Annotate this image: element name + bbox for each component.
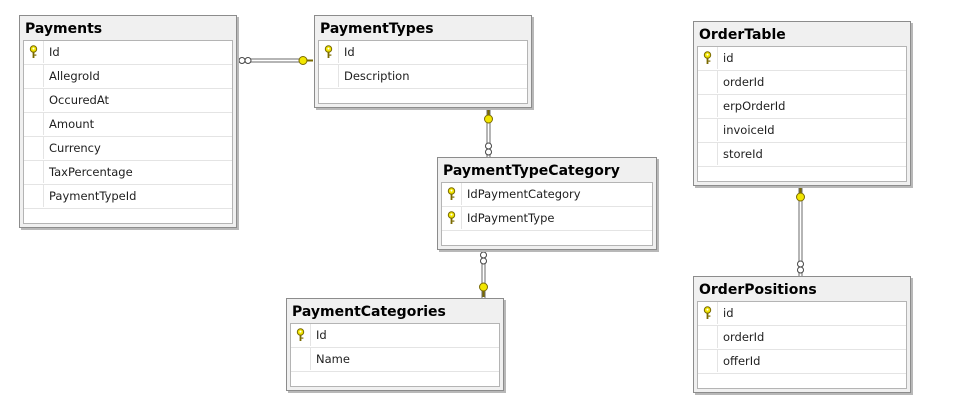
column-name: orderId bbox=[723, 75, 765, 89]
column-name: Id bbox=[316, 328, 327, 342]
column-row[interactable]: AllegroId bbox=[24, 65, 232, 89]
column-name: Description bbox=[344, 69, 410, 83]
column-row[interactable]: orderId bbox=[698, 326, 906, 350]
column-name: IdPaymentType bbox=[467, 211, 555, 225]
column-name: Currency bbox=[49, 141, 101, 155]
column-row[interactable]: Amount bbox=[24, 113, 232, 137]
column-grid: Id AllegroId OccuredAt Amount Currency T… bbox=[23, 40, 233, 224]
table-title: OrderTable bbox=[699, 27, 786, 43]
column-row[interactable]: erpOrderId bbox=[698, 95, 906, 119]
relationship-payments-paymenttypes[interactable] bbox=[238, 56, 313, 65]
table-paymenttypecategory[interactable]: PaymentTypeCategory IdPaymentCategory Id… bbox=[437, 157, 657, 250]
column-row[interactable]: id bbox=[698, 302, 906, 326]
column-row[interactable]: PaymentTypeId bbox=[24, 185, 232, 209]
one-end-key-icon bbox=[298, 56, 313, 65]
many-end-icon bbox=[485, 142, 492, 156]
primary-key-icon bbox=[324, 45, 333, 58]
column-name: id bbox=[723, 306, 734, 320]
relationship-paymenttypecategory-paymenttypes[interactable] bbox=[484, 108, 493, 157]
column-grid: Id Description bbox=[318, 40, 528, 104]
table-title: Payments bbox=[25, 21, 103, 37]
many-end-icon bbox=[797, 260, 804, 274]
column-name: OccuredAt bbox=[49, 93, 110, 107]
column-name: invoiceId bbox=[723, 123, 775, 137]
column-name: offerId bbox=[723, 354, 761, 368]
column-row[interactable]: invoiceId bbox=[698, 119, 906, 143]
column-name: Id bbox=[344, 45, 355, 59]
column-row[interactable]: Id bbox=[291, 324, 499, 348]
column-name: Name bbox=[316, 352, 350, 366]
table-paymenttypes[interactable]: PaymentTypes Id Description bbox=[314, 15, 532, 108]
column-name: Id bbox=[49, 45, 60, 59]
many-end-icon bbox=[238, 57, 252, 64]
column-row[interactable]: OccuredAt bbox=[24, 89, 232, 113]
table-orderpositions[interactable]: OrderPositions id orderId offerId bbox=[693, 276, 911, 393]
primary-key-icon bbox=[447, 211, 456, 224]
primary-key-icon bbox=[296, 328, 305, 341]
table-title: OrderPositions bbox=[699, 282, 817, 298]
column-grid: Id Name bbox=[290, 323, 500, 387]
column-row[interactable]: Id bbox=[319, 41, 527, 65]
column-grid: id orderId offerId bbox=[697, 301, 907, 389]
column-grid: IdPaymentCategory IdPaymentType bbox=[441, 182, 653, 246]
column-name: PaymentTypeId bbox=[49, 189, 137, 203]
primary-key-icon bbox=[29, 45, 38, 58]
column-row[interactable]: Currency bbox=[24, 137, 232, 161]
column-row[interactable]: TaxPercentage bbox=[24, 161, 232, 185]
column-row[interactable]: IdPaymentCategory bbox=[442, 183, 652, 207]
one-end-key-icon bbox=[479, 282, 488, 297]
table-title: PaymentCategories bbox=[292, 304, 446, 320]
table-ordertable[interactable]: OrderTable id orderId erpOrderId invoice… bbox=[693, 21, 911, 186]
column-row[interactable]: storeId bbox=[698, 143, 906, 167]
table-title: PaymentTypes bbox=[320, 21, 434, 37]
column-name: IdPaymentCategory bbox=[467, 187, 581, 201]
column-name: id bbox=[723, 51, 734, 65]
table-paymentcategories[interactable]: PaymentCategories Id Name bbox=[286, 298, 504, 391]
table-title: PaymentTypeCategory bbox=[443, 163, 620, 179]
column-row[interactable]: IdPaymentType bbox=[442, 207, 652, 231]
one-end-key-icon bbox=[796, 187, 805, 202]
one-end-key-icon bbox=[484, 109, 493, 124]
column-name: erpOrderId bbox=[723, 99, 786, 113]
column-grid: id orderId erpOrderId invoiceId storeId bbox=[697, 46, 907, 182]
primary-key-icon bbox=[447, 187, 456, 200]
table-payments[interactable]: Payments Id AllegroId OccuredAt Amount C… bbox=[19, 15, 237, 228]
column-name: orderId bbox=[723, 330, 765, 344]
column-name: AllegroId bbox=[49, 69, 100, 83]
column-row[interactable]: offerId bbox=[698, 350, 906, 374]
column-name: storeId bbox=[723, 147, 763, 161]
column-name: TaxPercentage bbox=[49, 165, 133, 179]
column-row[interactable]: orderId bbox=[698, 71, 906, 95]
column-name: Amount bbox=[49, 117, 95, 131]
column-row[interactable]: Id bbox=[24, 41, 232, 65]
many-end-icon bbox=[480, 251, 487, 265]
relationship-paymenttypecategory-paymentcategories[interactable] bbox=[479, 249, 488, 298]
column-row[interactable]: Description bbox=[319, 65, 527, 89]
primary-key-icon bbox=[703, 51, 712, 64]
column-row[interactable]: id bbox=[698, 47, 906, 71]
primary-key-icon bbox=[703, 306, 712, 319]
relationship-orderpositions-ordertable[interactable] bbox=[796, 186, 805, 276]
column-row[interactable]: Name bbox=[291, 348, 499, 372]
